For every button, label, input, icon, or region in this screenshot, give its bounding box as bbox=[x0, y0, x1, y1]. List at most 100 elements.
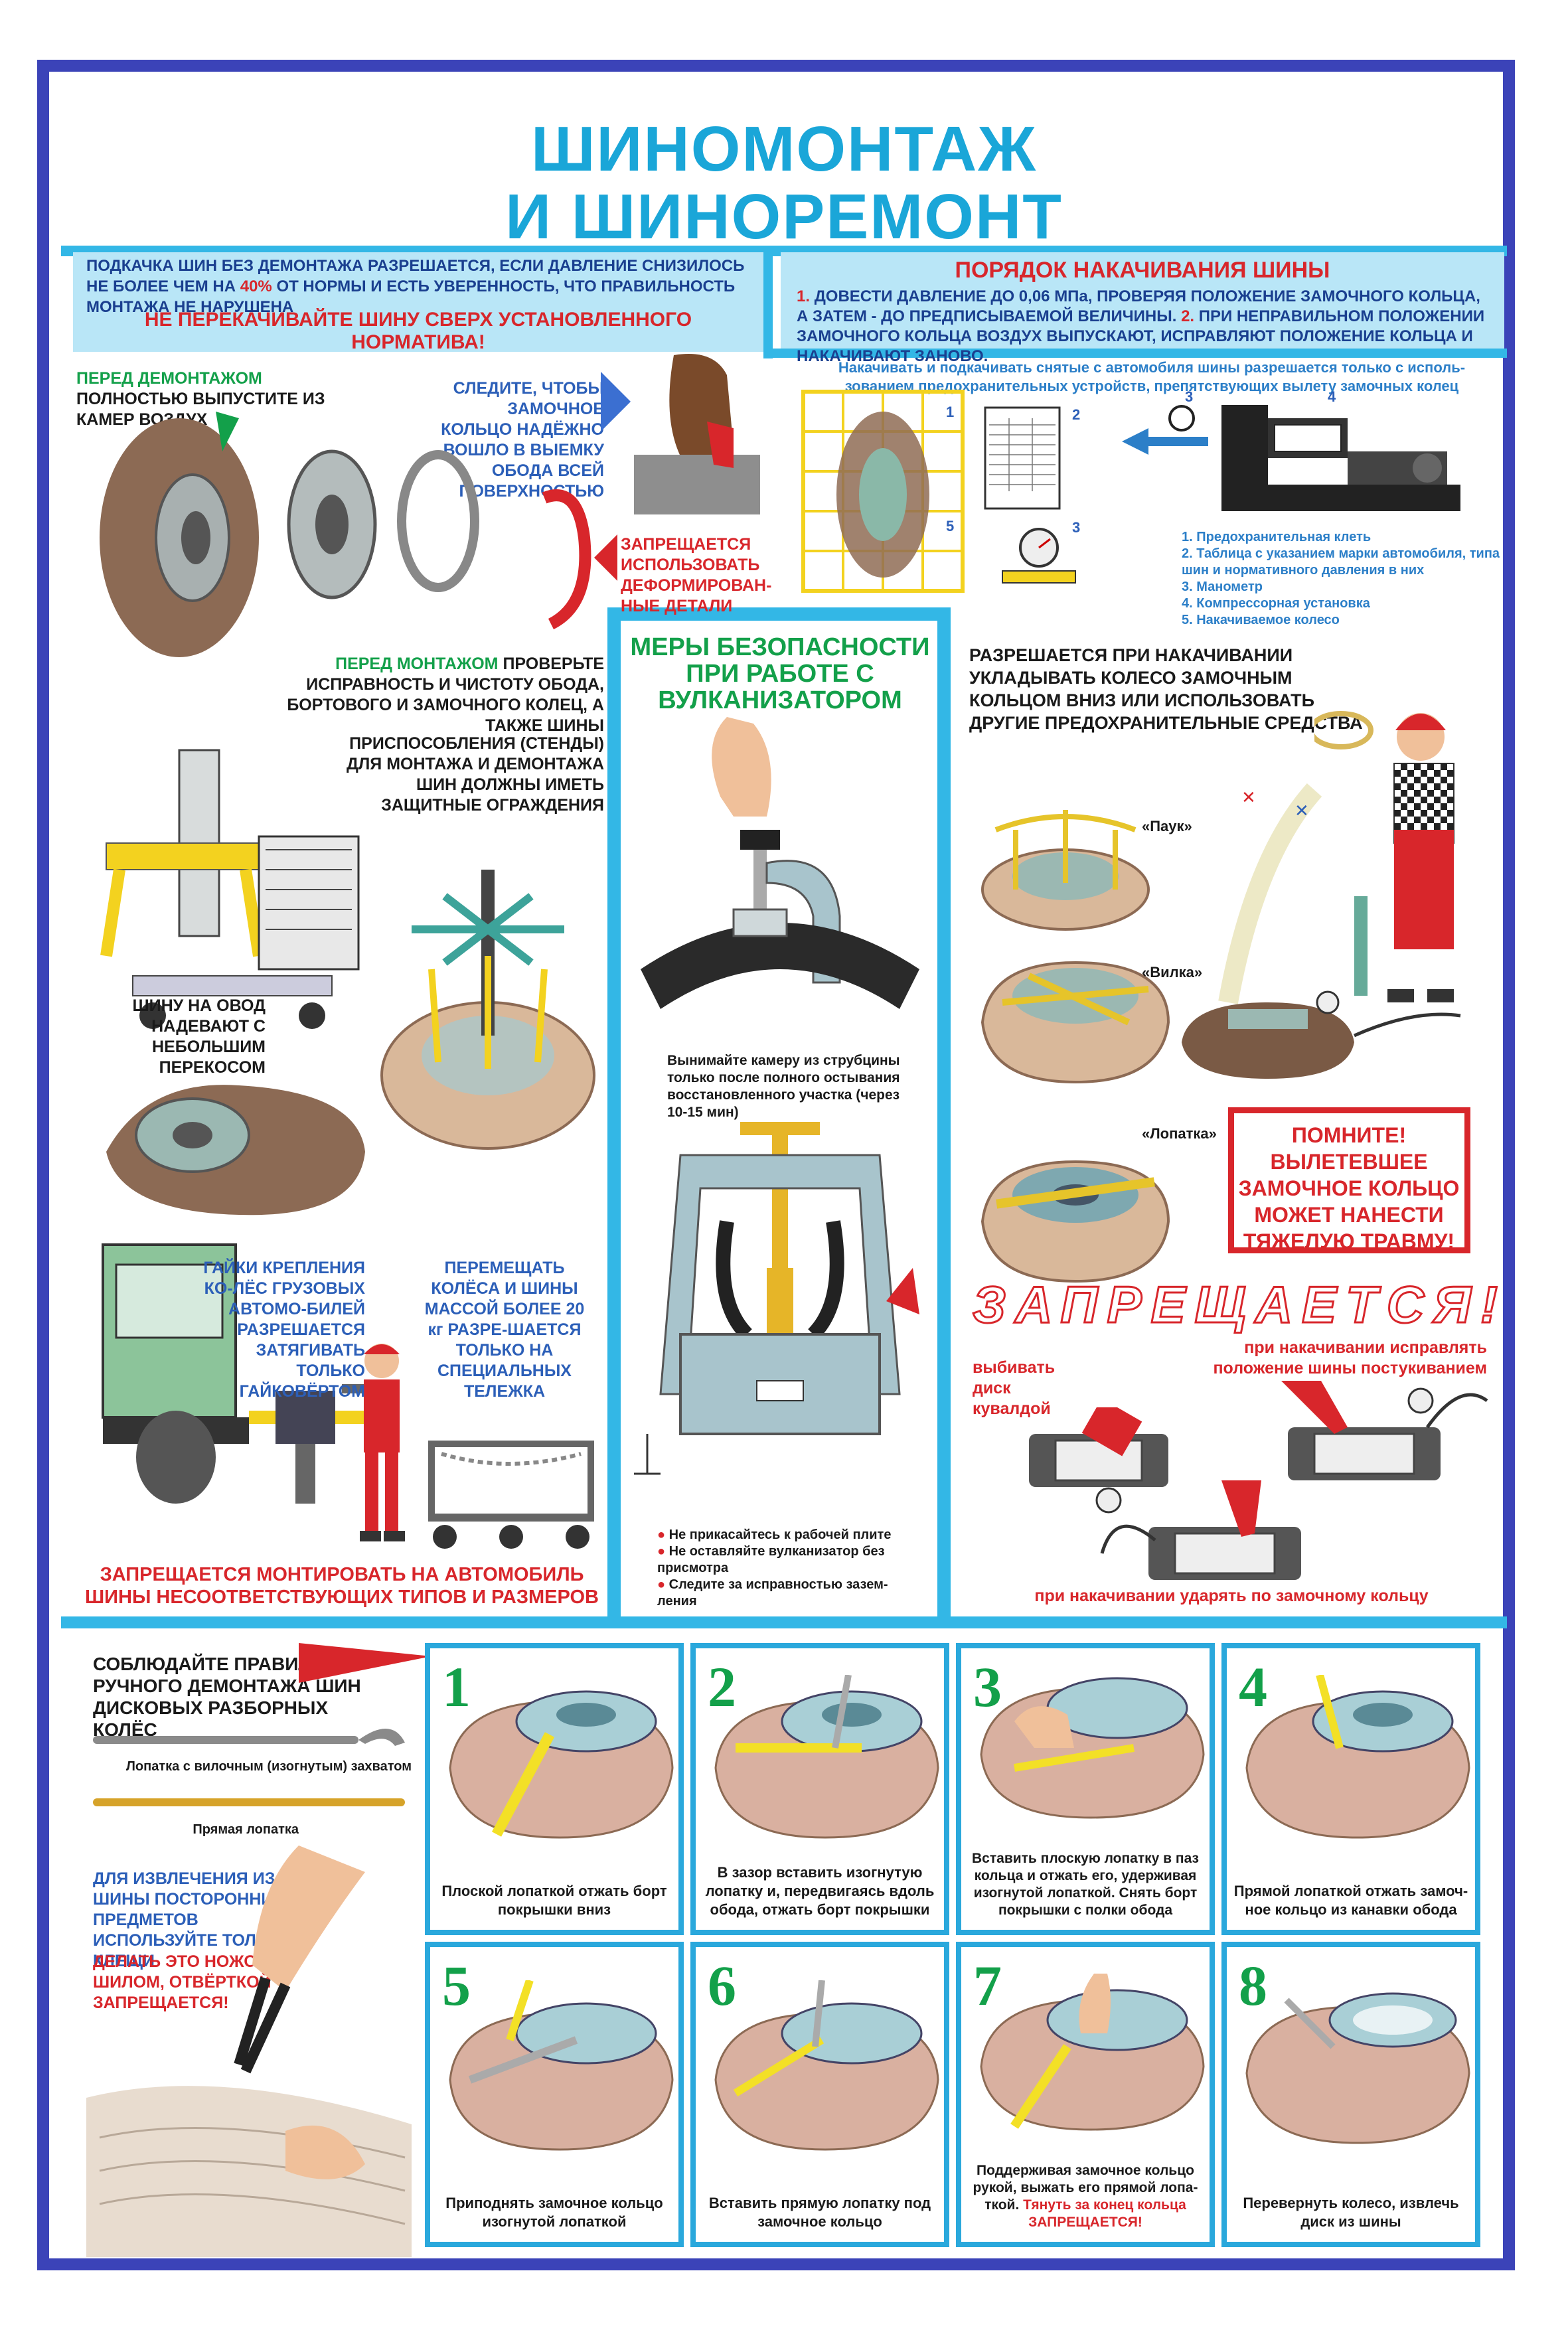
safety-cage-illustration bbox=[797, 385, 969, 597]
inflation-step2: ПРИ НЕПРАВИЛЬНОМ ПОЛОЖЕНИИ ЗАМОЧНОГО КОЛ… bbox=[797, 307, 1485, 365]
step-number: 4 bbox=[1239, 1655, 1267, 1719]
intro-percent: 40% bbox=[240, 277, 272, 295]
divider-left-column bbox=[607, 607, 621, 1616]
manual-rules-heading: СОБЛЮДАЙТЕ ПРАВИЛА РУЧНОГО ДЕМОНТАЖА ШИН… bbox=[93, 1654, 361, 1740]
legend-item-2: 2. Таблицa с указанием марки автомобиля,… bbox=[1182, 546, 1500, 578]
tire-on-rim-illustration bbox=[93, 1072, 378, 1225]
straight-lever-label: Прямая лопатка bbox=[193, 1822, 299, 1837]
callout-1: 1 bbox=[946, 404, 955, 420]
fork-label: «Вилка» bbox=[1142, 964, 1203, 980]
step-number: 2 bbox=[708, 1655, 736, 1719]
step-caption: Приподнять замочное кольцо изогнутой лоп… bbox=[445, 2195, 663, 2230]
step-number: 7 bbox=[973, 1954, 1002, 2017]
vulcanizer-bullet-3: Следите за исправностью зазем-ления bbox=[657, 1577, 888, 1608]
divider-right-top bbox=[773, 349, 1507, 358]
vulcanizer-bullet-1: Не прикасайтесь к рабочей плите bbox=[668, 1528, 892, 1542]
sledge-warning: выбивать диск кувалдой bbox=[973, 1358, 1056, 1418]
nuts-note: ГАЙКИ КРЕПЛЕНИЯ КО-ЛЁС ГРУЗОВЫХ АВТОМО-Б… bbox=[203, 1259, 365, 1401]
step-caption: Плоской лопаткой отжать борт покрышки вн… bbox=[441, 1883, 667, 1918]
vulcanizer-clamp-illustration bbox=[634, 717, 926, 1036]
step-card-8: 8 Перевернуть колесо, извлечь диск из ши… bbox=[1221, 1942, 1480, 2247]
inflating-wheel-illustration bbox=[1175, 989, 1480, 1082]
remember-box bbox=[1228, 1107, 1470, 1253]
step-6-illustration bbox=[714, 1980, 939, 2151]
svg-text:✕: ✕ bbox=[1294, 801, 1309, 821]
vulcanizer-bullets: ● Не прикасайтесь к рабочей плите ● Не о… bbox=[657, 1527, 923, 1610]
arrow-left-icon bbox=[594, 534, 617, 581]
tap-illustration bbox=[1275, 1374, 1494, 1487]
intro-warning: НЕ ПЕРЕКАЧИВАЙТЕ ШИНУ СВЕРХ УСТАНОВЛЕННО… bbox=[144, 309, 692, 353]
divider-top-center bbox=[763, 246, 773, 358]
vulcanizer-bullet-2: Не оставляйте вулканизатор без присмотра bbox=[657, 1544, 885, 1575]
vulcanizer-heading: МЕРЫ БЕЗОПАСНОСТИ ПРИ РАБОТЕ С ВУЛКАНИЗА… bbox=[630, 633, 930, 714]
intro-text: ПОДКАЧКА ШИН БЕЗ ДЕМОНТАЖА РАЗРЕШАЕТСЯ, … bbox=[86, 256, 750, 317]
legend-item-5: 5. Накачиваемое колесо bbox=[1182, 613, 1340, 627]
blade-device-illustration bbox=[976, 1148, 1175, 1288]
vulcanizer-remove-note: Вынимайте камеру из струбцины только пос… bbox=[667, 1053, 900, 1120]
step-number: 1 bbox=[442, 1655, 471, 1719]
step-7-illustration bbox=[980, 1974, 1205, 2131]
stands-note: ПРИСПОСОБЛЕНИЯ (СТЕНДЫ) ДЛЯ МОНТАЖА И ДЕ… bbox=[346, 734, 604, 815]
pressure-table-illustration bbox=[982, 405, 1062, 511]
step-card-2: 2 В зазор вставить изогнутую лопатку и, … bbox=[690, 1643, 949, 1935]
divider-right-column bbox=[937, 607, 951, 1616]
step-8-illustration bbox=[1245, 1992, 1470, 2144]
inflation-order-box bbox=[781, 252, 1504, 349]
step-number: 6 bbox=[708, 1954, 736, 2017]
tire-changer-illustration bbox=[93, 737, 372, 1049]
inflation-step2-num: 2. bbox=[1181, 307, 1195, 325]
sledge-illustration bbox=[1016, 1407, 1182, 1500]
tap-warning: при накачивании исправлять положение шин… bbox=[1213, 1338, 1487, 1377]
step-number: 3 bbox=[973, 1655, 1002, 1719]
before-mount-label: ПЕРЕД МОНТАЖОМ bbox=[335, 655, 499, 673]
step-5-illustration bbox=[449, 1980, 674, 2151]
skew-note: ШИНУ НА ОВОД НАДЕВАЮТ С НЕБОЛЬШИМ ПЕРЕКО… bbox=[132, 996, 266, 1077]
step-number: 5 bbox=[442, 1954, 471, 2017]
intro-text-a: ПОДКАЧКА ШИН БЕЗ ДЕМОНТАЖА РАЗРЕШАЕТСЯ, … bbox=[86, 257, 745, 295]
step-3-illustration bbox=[980, 1677, 1205, 1819]
straight-lever-icon bbox=[93, 1789, 412, 1816]
intro-box bbox=[73, 252, 763, 352]
pump-worker-illustration bbox=[1314, 677, 1487, 1022]
fork-lever-icon bbox=[93, 1723, 412, 1756]
spider-label: «Паук» bbox=[1142, 818, 1192, 834]
step-caption: Прямой лопаткой отжать замоч-ное кольцо … bbox=[1233, 1883, 1468, 1918]
deformed-parts-warning: ЗАПРЕЩАЕТСЯ ИСПОЛЬЗОВАТЬ ДЕФОРМИРОВАН-НЫ… bbox=[621, 535, 772, 615]
step-1-illustration bbox=[449, 1690, 674, 1839]
mounting-stand-illustration bbox=[372, 856, 604, 1168]
before-mount-body: ПРОВЕРЬТЕ ИСПРАВНОСТЬ И ЧИСТОТУ ОБОДА, Б… bbox=[287, 655, 604, 735]
inflation-step1: ДОВЕСТИ ДАВЛЕНИЕ ДО 0,06 МПа, ПРОВЕРЯЯ П… bbox=[797, 287, 1480, 325]
step-card-7: 7 Поддерживая замочное кольцо рукой, выж… bbox=[956, 1942, 1215, 2247]
divider-bottom bbox=[61, 1616, 1507, 1628]
svg-text:✕: ✕ bbox=[1241, 787, 1256, 807]
poster-title-line1: ШИНОМОНТАЖ bbox=[530, 114, 1038, 185]
callout-3: 3 bbox=[1072, 519, 1081, 536]
step-card-1: 1 Плоской лопаткой отжать борт покрышки … bbox=[425, 1643, 684, 1935]
vulcanizer-press-illustration bbox=[634, 1115, 926, 1494]
wheel-parts-illustration bbox=[86, 405, 604, 664]
remember-warning: ПОМНИТЕ! ВЫЛЕТЕВШЕЕ ЗАМОЧНОЕ КОЛЬЦО МОЖЕ… bbox=[1238, 1123, 1460, 1253]
callout-2: 2 bbox=[1072, 406, 1081, 423]
inflation-order-steps: 1. ДОВЕСТИ ДАВЛЕНИЕ ДО 0,06 МПа, ПРОВЕРЯ… bbox=[797, 287, 1494, 366]
step-caption: Поддерживая замочное кольцо рукой, выжат… bbox=[968, 2162, 1203, 2231]
legend-list: 1. Предохранительная клеть 2. Таблицa с … bbox=[1182, 529, 1500, 629]
worker-illustration bbox=[345, 1334, 418, 1547]
blade-label: «Лопатка» bbox=[1142, 1125, 1217, 1142]
step-caption: В зазор вставить изогнутую лопатку и, пе… bbox=[705, 1864, 935, 1918]
compressor-illustration bbox=[1122, 392, 1467, 518]
move-note: ПЕРЕМЕЩАТЬ КОЛЁСА И ШИНЫ МАССОЙ БОЛЕЕ 20… bbox=[424, 1259, 585, 1401]
step-card-3: 3 Вставить плоскую лопатку в паз кольца … bbox=[956, 1643, 1215, 1935]
step-2-illustration bbox=[714, 1675, 939, 1839]
inflation-order-heading: ПОРЯДОК НАКАЧИВАНИЯ ШИНЫ bbox=[955, 258, 1330, 283]
manometer-illustration bbox=[989, 524, 1089, 597]
step-card-4: 4 Прямой лопаткой отжать замоч-ное кольц… bbox=[1221, 1643, 1480, 1935]
rim-section-illustration bbox=[634, 349, 760, 521]
callout-3b: 3 bbox=[1185, 388, 1194, 405]
truck-wheel-illustration bbox=[76, 1238, 448, 1517]
arrow-right-icon bbox=[601, 372, 631, 431]
step-card-6: 6 Вставить прямую лопатку под замочное к… bbox=[690, 1942, 949, 2247]
legend-item-4: 4. Компрессорная установка bbox=[1182, 596, 1370, 611]
forbidden-heading: ЗАПРЕЩАЕТСЯ! bbox=[972, 1275, 1507, 1335]
pliers-hand-illustration bbox=[86, 1845, 412, 2257]
red-flag-icon bbox=[299, 1643, 431, 1689]
